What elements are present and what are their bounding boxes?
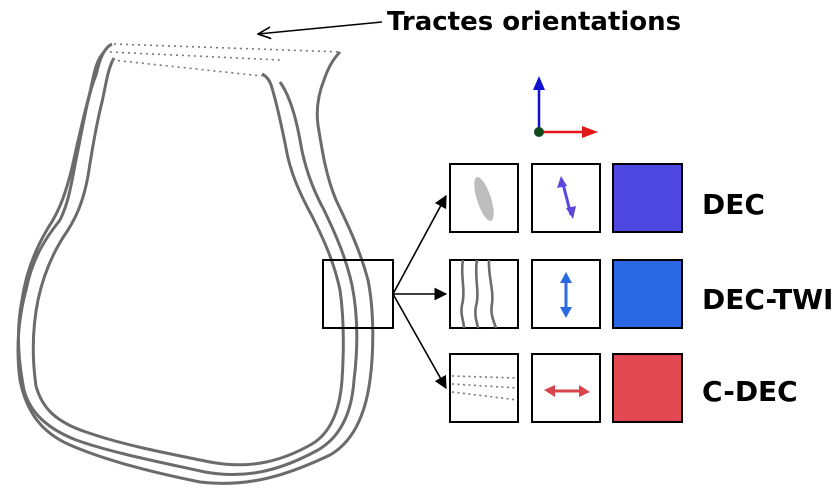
dec-twi-label: DEC-TWI	[702, 283, 833, 316]
coordinate-axes	[533, 76, 598, 138]
c-dec-double-arrow	[544, 385, 590, 397]
c-dec-zoom-box	[449, 353, 519, 423]
c-dec-color-swatch	[612, 353, 683, 423]
c-dec-arrow-box	[531, 353, 601, 423]
dec-twi-zoom-box	[449, 259, 519, 329]
dec-double-arrow	[557, 176, 576, 219]
row-dec-twi: DEC-TWI	[449, 259, 833, 329]
tract-contours	[16, 42, 375, 485]
dec-twi-color-swatch	[612, 259, 683, 329]
axis-z-origin	[534, 127, 544, 137]
zoom-arrow-top	[392, 194, 447, 295]
dec-color-swatch	[612, 163, 683, 233]
diffusion-ellipsoid	[474, 177, 494, 221]
axis-y-head	[533, 76, 545, 90]
top-dotted-1	[113, 43, 343, 53]
zoom-arrow-bottom	[392, 293, 447, 390]
row-c-dec: C-DEC	[449, 353, 798, 423]
row-dec: DEC	[449, 163, 765, 233]
title-annotation: Tractes orientations	[387, 7, 681, 37]
dec-twi-double-arrow	[560, 272, 572, 318]
tract-middle	[16, 50, 359, 476]
dec-twi-fibers	[460, 259, 498, 329]
tract-outer	[16, 42, 375, 485]
c-dec-label: C-DEC	[702, 375, 798, 408]
top-dotted-2	[109, 51, 281, 61]
dec-label: DEC	[702, 188, 765, 221]
title-annotation-arrow	[258, 21, 383, 34]
top-dotted-3	[111, 59, 263, 77]
c-dec-dotted-fibers	[451, 375, 519, 401]
axis-x-head	[582, 126, 598, 138]
tract-inner	[31, 57, 345, 467]
